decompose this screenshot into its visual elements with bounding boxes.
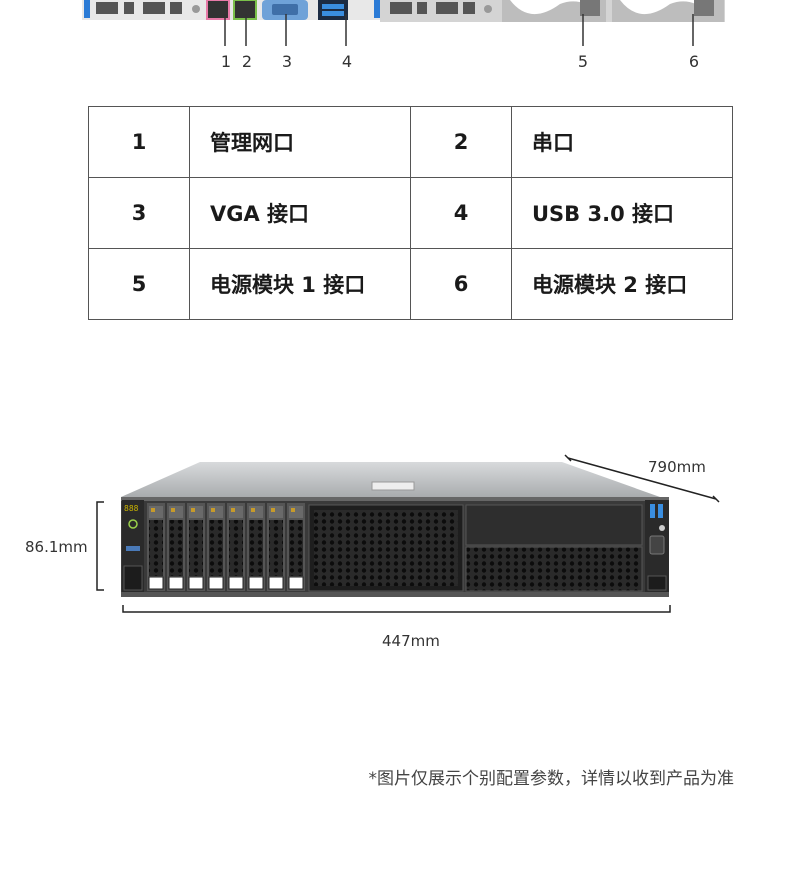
port-name: 电源模块 2 接口 [511,248,733,320]
port-name: VGA 接口 [189,177,411,249]
rear-panel-image [82,0,725,46]
usb-port-shape [318,0,348,20]
callout-4: 4 [341,52,353,71]
server-front-image: 888 [96,454,720,613]
callout-2: 2 [241,52,253,71]
table-row: 5 电源模块 1 接口 6 电源模块 2 接口 [88,248,733,320]
port-number: 2 [410,106,512,178]
callout-3: 3 [281,52,293,71]
port-name: 电源模块 1 接口 [189,248,411,320]
callout-5: 5 [577,52,589,71]
port-name: 串口 [511,106,733,178]
port-number: 5 [88,248,190,320]
width-dimension-label: 447mm [382,632,440,650]
mgmt-port-shape [206,0,230,20]
port-number: 3 [88,177,190,249]
port-name: USB 3.0 接口 [511,177,733,249]
drive-bays [147,503,305,591]
serial-port-shape [233,0,257,20]
table-row: 1 管理网口 2 串口 [88,106,733,178]
port-number: 4 [410,177,512,249]
callout-6: 6 [688,52,700,71]
disclaimer-note: *图片仅展示个别配置参数，详情以收到产品为准 [368,769,735,789]
port-number: 1 [88,106,190,178]
port-number: 6 [410,248,512,320]
table-row: 3 VGA 接口 4 USB 3.0 接口 [88,177,733,249]
ports-table: 1 管理网口 2 串口 3 VGA 接口 4 USB 3.0 接口 5 电源模块… [88,106,733,320]
callout-1: 1 [220,52,232,71]
depth-dimension-label: 790mm [648,458,706,476]
height-dimension-label: 86.1mm [25,538,88,556]
port-name: 管理网口 [189,106,411,178]
led-display: 888 [124,504,139,513]
